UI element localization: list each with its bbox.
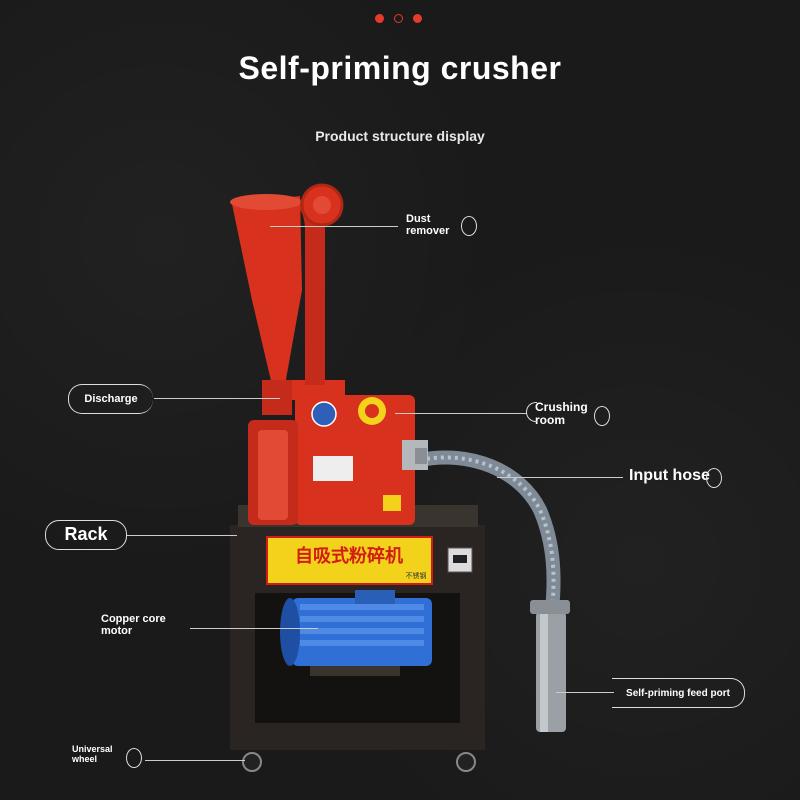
feed-port-highlight	[540, 612, 548, 732]
label-line: room	[535, 413, 565, 428]
crushing-chamber	[295, 395, 415, 525]
page-subtitle: Product structure display	[315, 128, 485, 144]
motor-end-cap	[280, 598, 300, 666]
dot-indicator	[375, 14, 384, 23]
leader-line	[145, 760, 245, 761]
inlet-coupling	[415, 448, 427, 464]
motor-fin	[300, 616, 424, 622]
callout-ring	[461, 216, 477, 236]
power-switch-toggle	[453, 555, 467, 563]
leader-line	[270, 226, 398, 227]
feed-port-clamp	[530, 600, 570, 614]
cyclone-cone	[232, 196, 302, 385]
page-title: Self-priming crusher	[238, 50, 562, 86]
leader-line	[556, 692, 614, 693]
badge-logo	[311, 401, 337, 427]
leader-line	[395, 413, 527, 414]
label-dust-remover: Dust remover	[406, 213, 449, 237]
label-line: Dust	[406, 213, 431, 225]
motor-fin	[300, 640, 424, 646]
cyclone-rim	[230, 194, 302, 210]
chamber-top	[285, 380, 345, 400]
dot-indicator-active	[394, 14, 403, 23]
badge-center	[365, 404, 379, 418]
callout-ring	[126, 748, 142, 768]
input-hose	[418, 450, 561, 611]
dot-indicator	[413, 14, 422, 23]
side-housing-panel	[258, 430, 288, 520]
fan-cap	[313, 196, 331, 214]
nameplate-text: 自吸式粉碎机	[295, 545, 403, 567]
motor-fin	[300, 604, 424, 610]
cyclone-pipe	[300, 200, 325, 385]
info-plate	[313, 456, 353, 481]
callout-ring	[594, 406, 610, 426]
nameplate-panel	[266, 536, 433, 585]
label-universal-wheel: Universal wheel	[72, 744, 113, 765]
motor-fin	[300, 628, 424, 634]
discharge-chute	[262, 380, 292, 415]
label-discharge: Discharge	[84, 392, 138, 405]
leader-line	[497, 477, 623, 478]
label-pill-rack: Rack	[45, 520, 127, 550]
warning-sticker	[383, 495, 401, 511]
leader-line	[154, 398, 280, 399]
label-line: remover	[406, 225, 450, 238]
callout-ring	[706, 468, 722, 488]
label-line: Copper core	[101, 613, 166, 625]
leader-line	[190, 628, 318, 629]
label-feed-port: Self-priming feed port	[626, 687, 730, 699]
nameplate-subtext: 不锈钢	[406, 571, 427, 580]
leader-line	[127, 535, 237, 536]
label-pill-feed-port: Self-priming feed port	[612, 678, 745, 708]
label-crushing-room: Crushing room	[535, 400, 588, 428]
label-line: wheel	[72, 753, 98, 764]
motor-terminal-box	[355, 590, 395, 604]
label-pill-discharge: Discharge	[68, 384, 153, 414]
label-input-hose: Input hose	[629, 467, 710, 484]
label-line: Universal	[72, 744, 113, 754]
carousel-dots	[375, 14, 422, 23]
wheel	[242, 752, 262, 772]
label-line: motor	[101, 625, 133, 638]
label-copper-core-motor: Copper core motor	[101, 613, 166, 637]
motor-base	[310, 666, 400, 676]
label-rack: Rack	[64, 524, 108, 545]
wheel	[456, 752, 476, 772]
label-line: Crushing	[535, 400, 588, 414]
